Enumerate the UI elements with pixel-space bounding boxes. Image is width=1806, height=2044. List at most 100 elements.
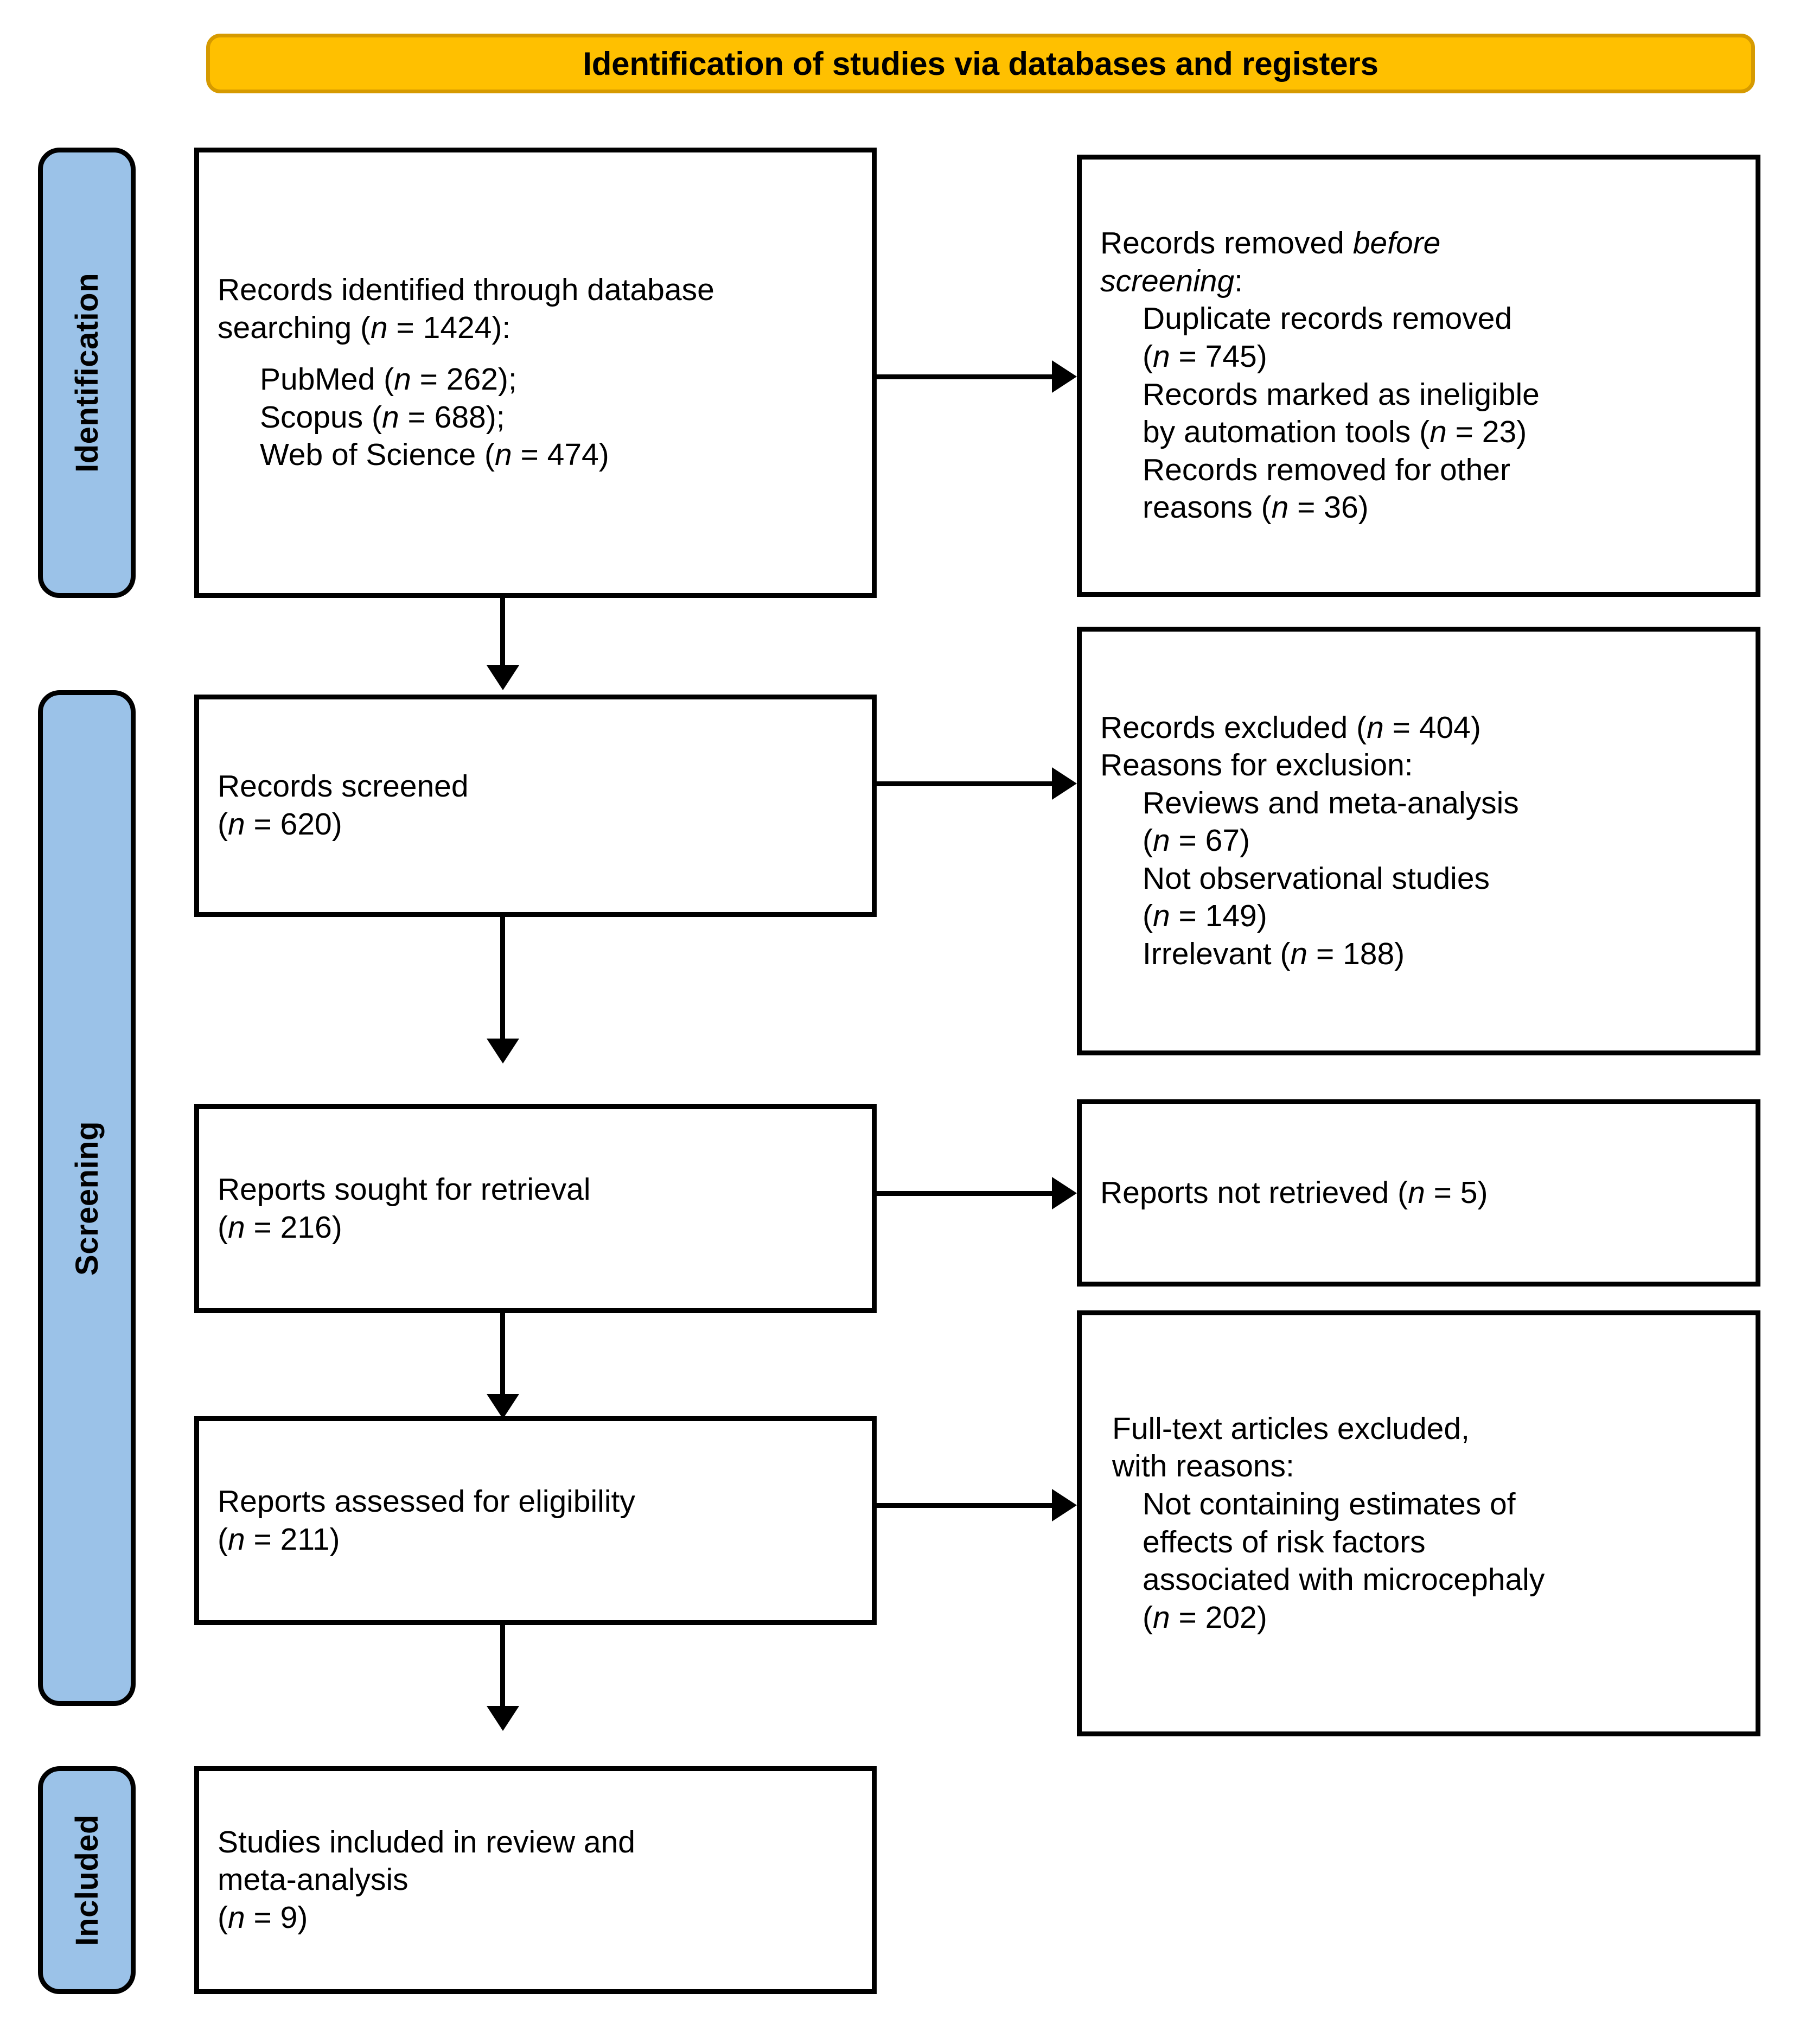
not-observational-value: = 149): [1170, 899, 1267, 934]
arrowhead-assessed-to-included: [487, 1706, 519, 1731]
box-records-excluded-body: Records excluded (n = 404) Reasons for e…: [1082, 709, 1756, 973]
records-identified-line-2-text: searching (: [218, 310, 371, 345]
arrowhead-screened-to-excluded: [1052, 767, 1077, 800]
reports-assessed-value: = 211): [245, 1521, 340, 1557]
records-screened-n-italic: n: [227, 807, 245, 842]
studies-included-value: = 9): [245, 1900, 308, 1935]
excluded-reason-reviews-n: (n = 67): [1100, 822, 1737, 860]
reports-not-retrieved-value: = 5): [1425, 1175, 1488, 1210]
connector-assessed-to-included: [500, 1625, 505, 1709]
paren-open: (: [218, 1521, 228, 1557]
box-fulltext-excluded: Full-text articles excluded, with reason…: [1077, 1310, 1760, 1736]
reports-not-retrieved-label: Reports not retrieved (: [1100, 1175, 1408, 1210]
not-observational-n-italic: n: [1152, 899, 1170, 934]
scopus-n-italic: n: [381, 399, 399, 435]
box-studies-included: Studies included in review and meta-anal…: [194, 1766, 877, 1994]
records-identified-line-2: searching (n = 1424):: [218, 309, 853, 347]
box-reports-not-retrieved: Reports not retrieved (n = 5): [1077, 1099, 1760, 1287]
reports-sought-value: = 216): [245, 1209, 342, 1245]
records-removed-other-n: reasons (n = 36): [1100, 489, 1737, 527]
duplicates-n-italic: n: [1152, 339, 1170, 374]
arrowhead-sought-to-not-retrieved: [1052, 1177, 1077, 1209]
box-records-identified-body: Records identified through database sear…: [199, 271, 872, 474]
connector-identified-to-screened: [500, 598, 505, 668]
box-reports-not-retrieved-body: Reports not retrieved (n = 5): [1082, 1174, 1756, 1212]
other-value: = 36): [1288, 490, 1369, 525]
fulltext-reason-n: (n = 202): [1100, 1599, 1737, 1637]
ineligible-value: = 23): [1446, 415, 1527, 450]
records-excluded-value: = 404): [1383, 710, 1481, 745]
fulltext-n-italic: n: [1152, 1600, 1170, 1635]
paren-open: (: [1143, 899, 1153, 934]
arrowhead-screened-to-sought: [487, 1039, 519, 1064]
records-excluded-n-italic: n: [1367, 710, 1384, 745]
reports-sought-line-1: Reports sought for retrieval: [218, 1171, 591, 1207]
records-excluded-line-2: Reasons for exclusion:: [1100, 748, 1413, 783]
excluded-reason-reviews: Reviews and meta-analysis: [1143, 785, 1519, 820]
box-fulltext-excluded-body: Full-text articles excluded, with reason…: [1082, 1410, 1756, 1637]
paren-open: (: [1143, 823, 1153, 858]
scopus-value: = 688);: [399, 399, 505, 435]
records-removed-line-2-tail: :: [1234, 263, 1243, 298]
excluded-reason-not-observational: Not observational studies: [1143, 861, 1490, 896]
studies-included-line-2: meta-analysis: [218, 1862, 409, 1897]
connector-assessed-to-fulltext: [877, 1503, 1056, 1508]
records-removed-screening-italic: screening: [1100, 263, 1235, 298]
stage-sidebar-included: Included: [38, 1766, 136, 1994]
irrelevant-value: = 188): [1307, 936, 1405, 971]
sidebar-label-screening: Screening: [69, 1120, 105, 1276]
fulltext-excluded-line-1: Full-text articles excluded,: [1112, 1411, 1470, 1446]
records-excluded-line-1: Records excluded (n = 404): [1100, 709, 1737, 747]
studies-included-line-3: (n = 9): [218, 1899, 853, 1937]
paren-open: (: [218, 807, 228, 842]
reports-sought-n-italic: n: [227, 1209, 245, 1245]
box-studies-included-body: Studies included in review and meta-anal…: [199, 1824, 872, 1937]
wos-value: = 474): [512, 437, 609, 473]
paren-open: (: [218, 1900, 228, 1935]
box-records-removed-body: Records removed before screening: Duplic…: [1082, 225, 1756, 526]
reports-not-retrieved-n-italic: n: [1408, 1175, 1425, 1210]
duplicates-value: = 745): [1170, 339, 1267, 374]
stage-sidebar-identification: Identification: [38, 148, 136, 598]
connector-screened-to-excluded: [877, 781, 1056, 786]
records-removed-ineligible: Records marked as ineligible: [1143, 377, 1540, 412]
records-identified-line-1: Records identified through database: [218, 272, 714, 308]
sidebar-label-identification: Identification: [69, 273, 105, 473]
reviews-value: = 67): [1170, 823, 1250, 858]
connector-sought-to-not-retrieved: [877, 1191, 1056, 1196]
studies-included-line-1: Studies included in review and: [218, 1824, 635, 1860]
records-identified-source-scopus: Scopus (n = 688);: [218, 399, 853, 437]
irrelevant-n-italic: n: [1290, 936, 1308, 971]
records-removed-before-italic: before: [1352, 226, 1441, 261]
records-screened-value: = 620): [245, 807, 342, 842]
records-removed-other: Records removed for other: [1143, 452, 1510, 487]
box-reports-sought-body: Reports sought for retrieval (n = 216): [199, 1171, 872, 1246]
box-records-identified: Records identified through database sear…: [194, 148, 877, 598]
records-removed-line-1-text: Records removed: [1100, 226, 1353, 261]
box-records-excluded: Records excluded (n = 404) Reasons for e…: [1077, 627, 1760, 1055]
wos-label: Web of Science (: [260, 437, 495, 473]
arrowhead-identified-to-removed: [1052, 360, 1077, 393]
reports-not-retrieved-line-1: Reports not retrieved (n = 5): [1100, 1174, 1737, 1212]
records-removed-duplicates: Duplicate records removed: [1143, 301, 1513, 336]
records-removed-line-1: Records removed before: [1100, 225, 1737, 263]
pubmed-n-italic: n: [394, 362, 411, 397]
records-identified-line-2-tail: = 1424):: [387, 310, 511, 345]
fulltext-excluded-line-2: with reasons:: [1112, 1449, 1294, 1484]
records-removed-line-2: screening:: [1100, 263, 1737, 301]
records-identified-source-pubmed: PubMed (n = 262);: [218, 361, 853, 399]
reports-assessed-n-italic: n: [227, 1521, 245, 1557]
connector-screened-to-sought: [500, 917, 505, 1042]
connector-identified-to-removed: [877, 374, 1056, 379]
fulltext-reason-line-1: Not containing estimates of: [1143, 1486, 1516, 1521]
box-records-screened-body: Records screened (n = 620): [199, 768, 872, 843]
box-reports-sought: Reports sought for retrieval (n = 216): [194, 1104, 877, 1313]
reports-assessed-line-1: Reports assessed for eligibility: [218, 1483, 635, 1519]
paren-open: (: [1143, 339, 1153, 374]
pubmed-label: PubMed (: [260, 362, 394, 397]
wos-n-italic: n: [494, 437, 512, 473]
fulltext-reason-line-2: effects of risk factors: [1143, 1524, 1426, 1559]
records-screened-line-2: (n = 620): [218, 806, 853, 844]
arrowhead-sought-to-assessed: [487, 1394, 519, 1419]
